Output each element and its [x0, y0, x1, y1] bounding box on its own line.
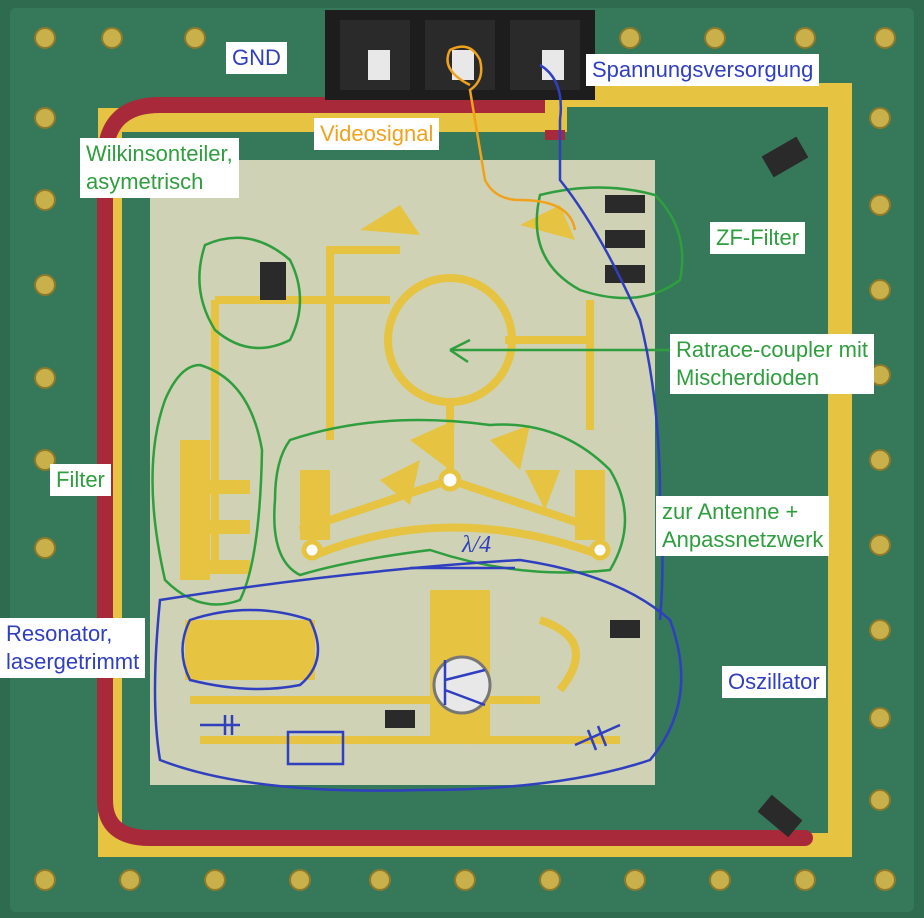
label-power: Spannungsversorgung — [586, 54, 820, 86]
label-oscillator-text: Oszillator — [728, 669, 820, 694]
label-power-text: Spannungsversorgung — [592, 57, 814, 82]
label-ratrace-line1: Ratrace-coupler mit — [676, 337, 868, 362]
label-wilkinson-line2: asymetrisch — [86, 169, 204, 194]
label-oscillator: Oszillator — [722, 666, 826, 698]
label-wilkinson-line1: Wilkinsonteiler, — [86, 141, 233, 166]
label-antenna-line1: zur Antenne + — [662, 499, 799, 524]
label-filter-text: Filter — [56, 467, 105, 492]
label-video-text: Videosignal — [320, 121, 434, 146]
label-antenna: zur Antenne + Anpassnetzwerk — [656, 496, 830, 556]
label-wilkinson: Wilkinsonteiler, asymetrisch — [80, 138, 239, 198]
label-filter: Filter — [50, 464, 111, 496]
label-gnd: GND — [226, 42, 287, 74]
label-lambda-quarter: λ/4 — [462, 532, 492, 558]
green-annotations — [151, 186, 684, 606]
label-if-filter: ZF-Filter — [710, 222, 806, 254]
vias — [301, 468, 611, 561]
gold-frame — [98, 83, 852, 857]
label-resonator-line1: Resonator, — [6, 621, 113, 646]
smd-components — [260, 136, 809, 838]
pin-header — [325, 10, 595, 100]
filter-pads — [180, 440, 605, 740]
mounting-holes — [34, 27, 896, 891]
label-ratrace: Ratrace-coupler mit Mischerdioden — [670, 334, 874, 394]
label-gnd-text: GND — [232, 45, 281, 70]
label-if-filter-text: ZF-Filter — [716, 225, 800, 250]
label-ratrace-line2: Mischerdioden — [676, 365, 820, 390]
label-resonator-line2: lasergetrimmt — [6, 649, 140, 674]
label-video: Videosignal — [314, 118, 440, 150]
video-trace — [446, 45, 577, 231]
label-antenna-line2: Anpassnetzwerk — [662, 527, 824, 552]
label-resonator: Resonator, lasergetrimmt — [0, 618, 146, 678]
